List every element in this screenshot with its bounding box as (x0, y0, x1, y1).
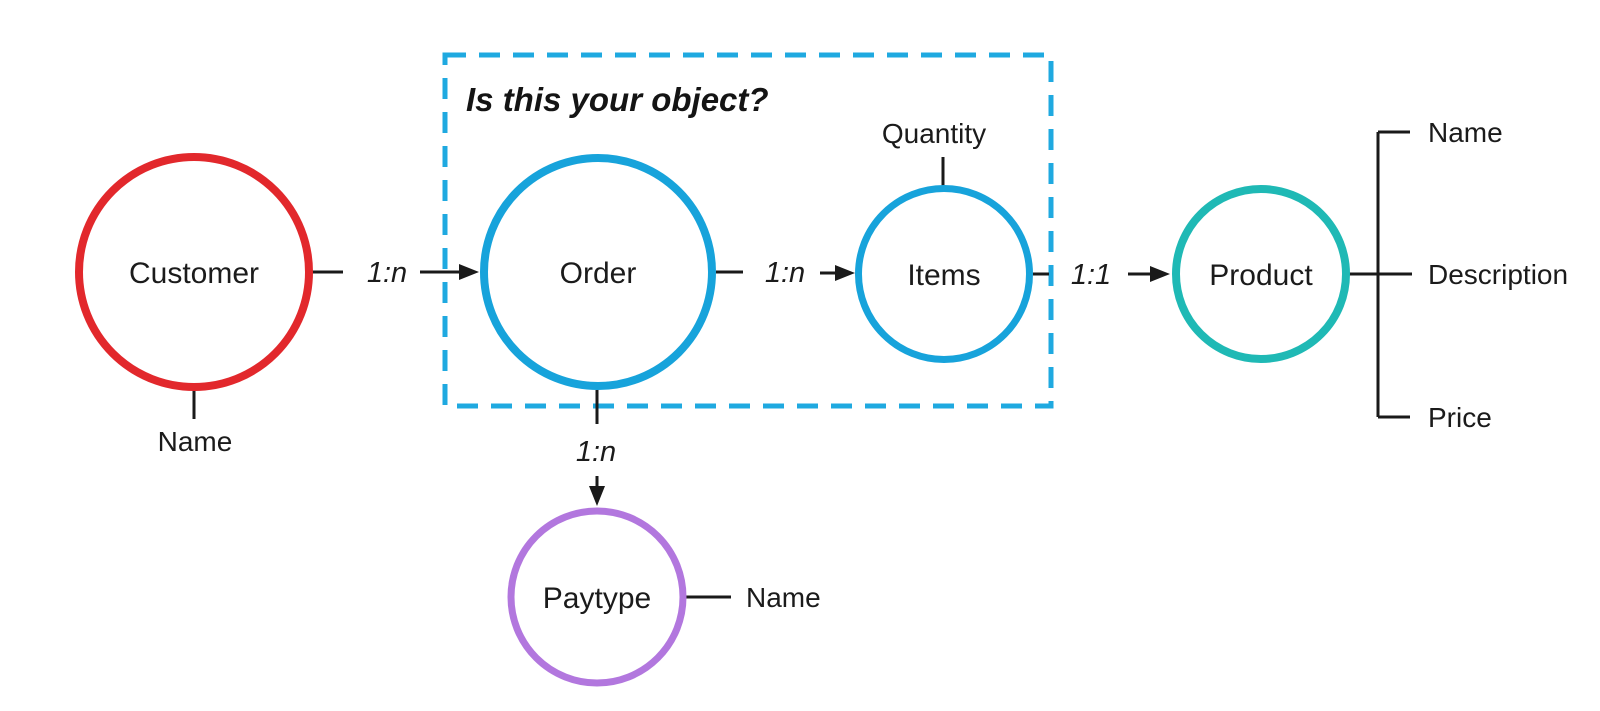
paytype-name-attribute-label: Name (746, 582, 821, 613)
paytype-node-circle (507, 507, 687, 687)
product-description-attribute-label: Description (1428, 259, 1568, 290)
items-quantity-attribute-label: Quantity (882, 118, 986, 149)
order-node-label: Order (560, 257, 637, 290)
customer-name-attribute-label: Name (158, 426, 233, 457)
product-node-circle (1172, 185, 1350, 363)
items-product-arrowhead-icon (1150, 266, 1170, 282)
order-paytype-arrowhead-icon (589, 486, 605, 506)
customer-node-circle (75, 153, 313, 391)
diagram-title: Is this your object? (466, 81, 769, 118)
product-node-label: Product (1209, 259, 1313, 292)
product-name-attribute-label: Name (1428, 117, 1503, 148)
highlight-dashed-box (442, 52, 1054, 409)
order-items-relation-label: 1:n (765, 257, 805, 289)
items-node-label: Items (907, 259, 980, 292)
order-node-circle (480, 154, 716, 390)
customer-order-arrowhead-icon (459, 264, 479, 280)
order-paytype-relation-label: 1:n (576, 436, 616, 468)
customer-node-label: Customer (129, 257, 259, 290)
items-product-relation-label: 1:1 (1071, 259, 1111, 291)
paytype-node-label: Paytype (543, 582, 651, 615)
customer-order-relation-label: 1:n (367, 257, 407, 289)
items-node-circle (855, 185, 1033, 363)
order-items-arrowhead-icon (835, 265, 855, 281)
product-price-attribute-label: Price (1428, 402, 1492, 433)
